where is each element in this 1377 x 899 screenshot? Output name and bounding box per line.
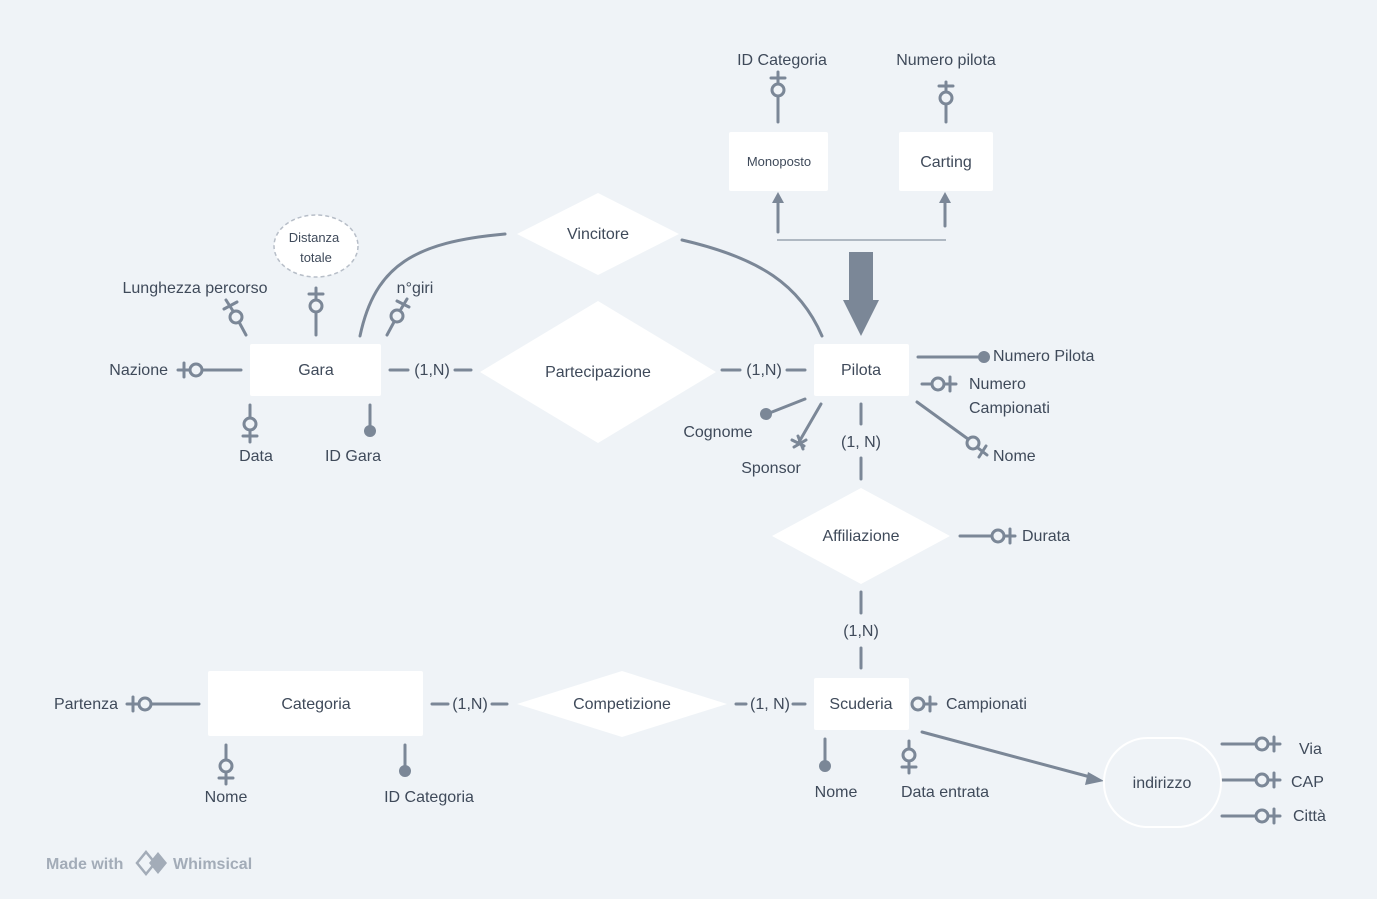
attr-glyph-optional-icon <box>1220 807 1282 825</box>
entity-indirizzo-label: indirizzo <box>1133 775 1192 792</box>
attr-glyph-optional-icon <box>241 403 259 444</box>
attr-citta: Città <box>1293 808 1326 825</box>
entity-categoria-label: Categoria <box>281 696 350 713</box>
relationship-affiliazione-label: Affiliazione <box>822 528 899 545</box>
cardinality-scuderia-competizione: (1, N) <box>750 696 790 713</box>
cardinality-pilota-affiliazione: (1, N) <box>841 434 881 451</box>
attr-glyph-optional-icon <box>176 361 243 379</box>
cardinality-gara-partecipazione: (1,N) <box>414 362 450 379</box>
relationships: Vincitore Partecipazione Affiliazione Co… <box>480 193 950 737</box>
attr-carting-numero-pilota: Numero pilota <box>896 52 996 69</box>
attr-glyph-optional-icon <box>217 743 235 786</box>
cardinalities: (1,N) (1,N) (1, N) (1,N) (1,N) (1, N) <box>414 362 881 713</box>
attr-glyph-key-icon <box>760 397 807 420</box>
distanza-label-line1: Distanza <box>289 230 340 245</box>
attr-glyph-optional-icon <box>920 375 958 393</box>
big-down-arrow-shaft <box>849 252 873 302</box>
attr-categoria-nome: Nome <box>205 789 248 806</box>
footer-brand: Whimsical <box>173 856 252 873</box>
relationship-affiliazione[interactable]: Affiliazione <box>772 488 950 584</box>
attr-glyph-optional-icon <box>1220 735 1282 753</box>
relationship-vincitore[interactable]: Vincitore <box>517 193 679 275</box>
gara-vincitore-link <box>358 232 507 338</box>
entity-scuderia[interactable]: Scuderia <box>814 678 909 730</box>
up-arrow-icon <box>939 192 951 203</box>
attr-cognome: Cognome <box>683 424 752 441</box>
relationship-competizione[interactable]: Competizione <box>517 671 727 737</box>
connectors <box>358 232 1104 785</box>
entity-pilota-label: Pilota <box>841 362 881 379</box>
footer-made-with: Made with <box>46 856 123 873</box>
whimsical-logo-icon <box>135 850 167 876</box>
cardinality-pilota-partecipazione: (1,N) <box>746 362 782 379</box>
entities: Monoposto Carting Gara Pilota Scuderia C… <box>208 132 1222 828</box>
attr-categoria-id-categoria: ID Categoria <box>384 789 474 806</box>
entity-carting-label: Carting <box>920 154 972 171</box>
entity-gara[interactable]: Gara <box>250 344 381 396</box>
entity-carting[interactable]: Carting <box>899 132 993 191</box>
generalization <box>772 192 951 336</box>
scuderia-indirizzo-link <box>920 730 1096 780</box>
attribute-labels: ID Categoria Numero pilota Lunghezza per… <box>54 52 1326 825</box>
cardinality-scuderia-affiliazione: (1,N) <box>843 623 879 640</box>
entity-indirizzo[interactable]: indirizzo <box>1103 737 1222 828</box>
entity-pilota[interactable]: Pilota <box>814 344 909 396</box>
arrow-head-icon <box>1085 772 1104 785</box>
attr-pilota-nome: Nome <box>993 448 1036 465</box>
attr-scuderia-campionati: Campionati <box>946 696 1027 713</box>
attr-glyph-optional-icon <box>222 298 248 337</box>
attr-lunghezza-percorso: Lunghezza percorso <box>123 280 268 297</box>
attr-glyph-key-icon <box>399 743 411 777</box>
attr-scuderia-nome: Nome <box>815 784 858 801</box>
relationship-partecipazione-label: Partecipazione <box>545 364 651 381</box>
attr-id-gara: ID Gara <box>325 448 381 465</box>
entity-scuderia-label: Scuderia <box>829 696 892 713</box>
attr-data-entrata: Data entrata <box>901 784 989 801</box>
up-arrow-icon <box>772 192 784 203</box>
cardinality-categoria-competizione: (1,N) <box>452 696 488 713</box>
attr-durata: Durata <box>1022 528 1070 545</box>
attr-glyph-multi-icon <box>790 402 823 451</box>
attr-glyph-optional-icon <box>910 695 938 713</box>
attr-numero-campionati-line1: Numero <box>969 376 1026 393</box>
attr-partenza: Partenza <box>54 696 118 713</box>
relationship-partecipazione[interactable]: Partecipazione <box>480 301 716 443</box>
entity-categoria[interactable]: Categoria <box>208 671 423 736</box>
attr-glyph-key-icon <box>364 403 376 437</box>
attribute-glyphs <box>125 70 1282 825</box>
attr-glyph-optional-icon <box>958 527 1017 545</box>
attr-glyph-key-icon <box>819 737 831 772</box>
attr-glyph-optional-icon <box>915 400 989 459</box>
distanza-label-line2: totale <box>300 250 332 265</box>
entity-monoposto[interactable]: Monoposto <box>729 132 828 191</box>
relationship-vincitore-label: Vincitore <box>567 226 629 243</box>
attr-monoposto-id-categoria: ID Categoria <box>737 52 827 69</box>
attr-via: Via <box>1299 741 1322 758</box>
attr-glyph-optional-icon <box>769 70 787 124</box>
attr-glyph-optional-icon <box>1220 771 1282 789</box>
footer[interactable]: Made with Whimsical <box>46 850 252 876</box>
entity-gara-label: Gara <box>298 362 334 379</box>
attr-glyph-key-icon <box>916 351 990 363</box>
attr-glyph-optional-icon <box>307 286 325 337</box>
derived-attribute-distanza-totale[interactable]: Distanza totale <box>273 214 359 278</box>
attr-glyph-optional-icon <box>900 739 918 775</box>
relationship-competizione-label: Competizione <box>573 696 671 713</box>
big-down-arrow-icon <box>843 300 879 336</box>
attr-glyph-optional-icon <box>937 80 955 124</box>
pilota-vincitore-link <box>680 238 824 338</box>
attr-nazione: Nazione <box>109 362 168 379</box>
entity-monoposto-label: Monoposto <box>747 154 811 169</box>
attr-glyph-optional-icon <box>385 297 411 337</box>
attr-gara-data: Data <box>239 448 273 465</box>
attr-sponsor: Sponsor <box>741 460 801 477</box>
attr-numero-pilota: Numero Pilota <box>993 348 1094 365</box>
attr-glyph-optional-icon <box>125 695 201 713</box>
attr-numero-campionati-line2: Campionati <box>969 400 1050 417</box>
attr-cap: CAP <box>1291 774 1324 791</box>
attr-n-giri: n°giri <box>397 280 434 297</box>
